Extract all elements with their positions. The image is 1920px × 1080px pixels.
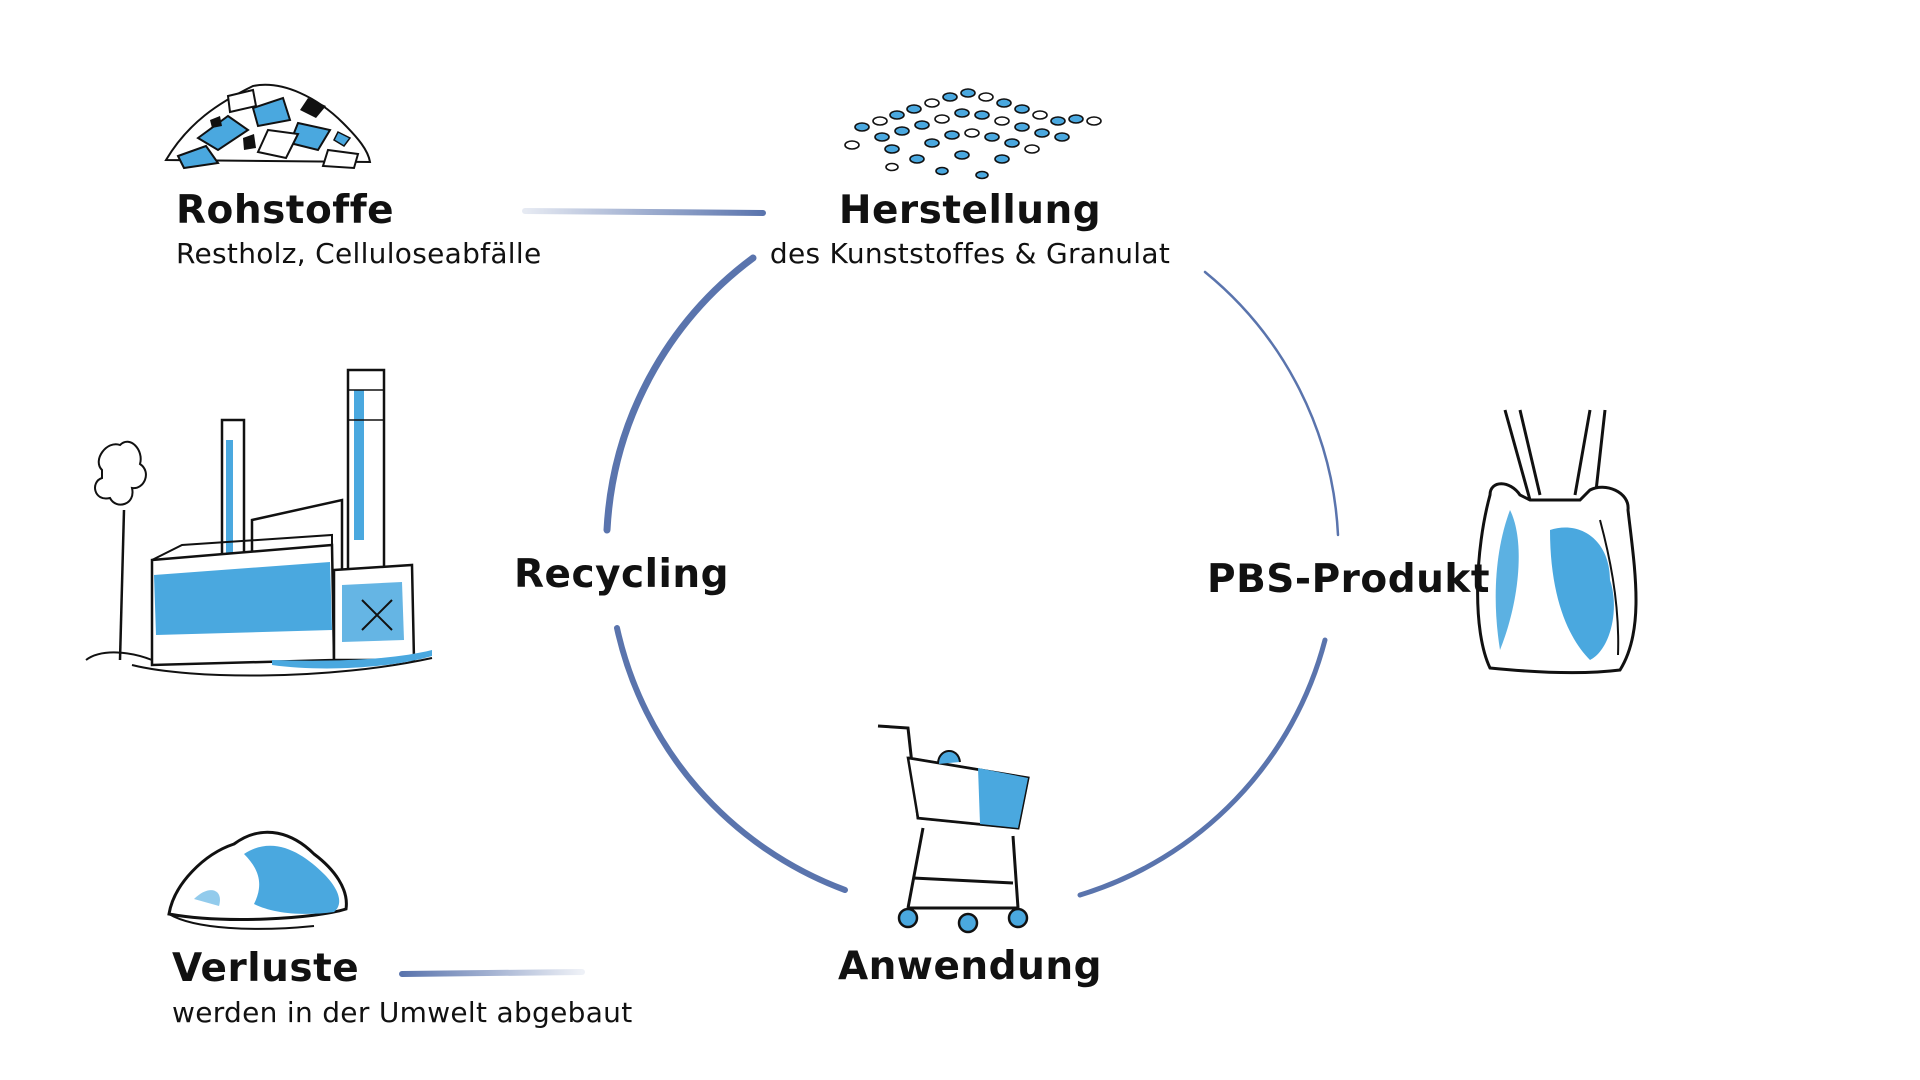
factory-icon: [85, 368, 433, 677]
arc-recycling-anwendung: [614, 625, 848, 893]
connector-verluste: [399, 969, 585, 977]
recycling-label: Recycling: [514, 552, 730, 597]
pbs-produkt-label: PBS-Produkt: [1207, 557, 1490, 602]
soil-mound-icon: [167, 830, 348, 930]
connector-rohstoffe-herstellung: [522, 208, 766, 216]
arc-herstellung-pbs: [1203, 270, 1340, 537]
arc-recycling-herstellung: [603, 254, 757, 534]
verluste-title: Verluste: [172, 946, 360, 991]
herstellung-subtitle: des Kunststoffes & Granulat: [769, 237, 1171, 270]
anwendung-label: Anwendung: [837, 944, 1103, 989]
shopping-cart-icon: [877, 724, 1030, 934]
rohstoffe-title: Rohstoffe: [176, 188, 395, 233]
shopping-bag-icon: [1476, 409, 1638, 675]
verluste-subtitle: werden in der Umwelt abgebaut: [172, 996, 633, 1029]
wood-chip-pile-icon: [164, 83, 372, 170]
rohstoffe-subtitle: Restholz, Celluloseabfälle: [176, 237, 542, 270]
arc-pbs-anwendung: [1077, 637, 1328, 898]
herstellung-title: Herstellung: [838, 188, 1102, 233]
granulate-pile-icon: [844, 88, 1102, 180]
